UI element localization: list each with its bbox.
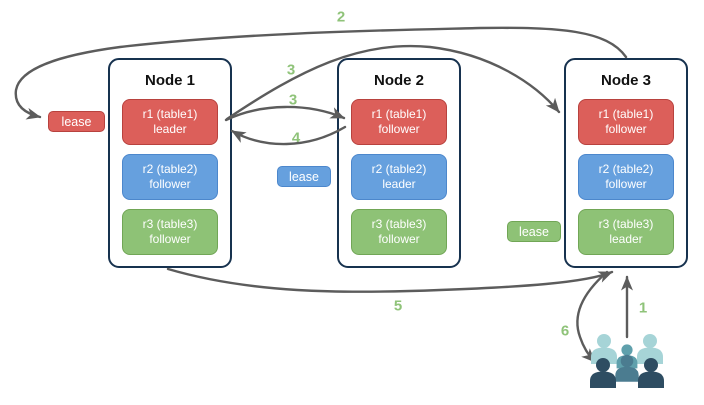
replica-role: follower [149,177,191,191]
replica-role: follower [605,122,647,136]
users-group-icon [590,334,664,388]
node2-replica-r2: r2 (table2) leader [351,154,447,200]
replica-role: follower [378,122,420,136]
node1-replica-r3: r3 (table3) follower [122,209,218,255]
arrow-step-4 [230,125,347,146]
replica-role: follower [378,232,420,246]
step-label-2: 2 [336,8,346,26]
step-label-6: 6 [560,322,570,340]
arrow-step-6 [576,270,609,364]
replica-role: leader [153,122,187,136]
arrow-step-3-to-node2 [224,105,346,122]
step-label-5: 5 [393,297,403,315]
step-label-3a: 3 [286,61,296,79]
replica-name: r3 (table3) [371,217,427,231]
replica-role: leader [382,177,416,191]
node-3-title: Node 3 [600,72,651,89]
node2-replica-r3: r3 (table3) follower [351,209,447,255]
lease-badge-table2: lease [277,166,331,187]
step-label-4: 4 [291,129,301,147]
replica-name: r1 (table1) [371,107,427,121]
replica-role: leader [609,232,643,246]
replica-name: r3 (table3) [598,217,654,231]
replica-role: follower [149,232,191,246]
step-label-1: 1 [638,299,648,317]
node3-replica-r2: r2 (table2) follower [578,154,674,200]
replica-name: r1 (table1) [142,107,198,121]
replica-name: r1 (table1) [598,107,654,121]
replica-name: r3 (table3) [142,217,198,231]
replica-role: follower [605,177,647,191]
node-1-title: Node 1 [144,72,195,89]
replica-name: r2 (table2) [598,162,654,176]
replica-name: r2 (table2) [371,162,427,176]
node3-replica-r3: r3 (table3) leader [578,209,674,255]
node-2-box: Node 2 r1 (table1) follower r2 (table2) … [337,58,461,268]
step-label-3b: 3 [288,91,298,109]
node1-replica-r1: r1 (table1) leader [122,99,218,145]
node-1-box: Node 1 r1 (table1) leader r2 (table2) fo… [108,58,232,268]
node-1-replicas: r1 (table1) leader r2 (table2) follower … [122,99,218,255]
replica-name: r2 (table2) [142,162,198,176]
node2-replica-r1: r1 (table1) follower [351,99,447,145]
node-2-replicas: r1 (table1) follower r2 (table2) leader … [351,99,447,255]
node1-replica-r2: r2 (table2) follower [122,154,218,200]
node-3-box: Node 3 r1 (table1) follower r2 (table2) … [564,58,688,268]
arrow-step-5 [166,267,614,293]
node-2-title: Node 2 [373,72,424,89]
node-3-replicas: r1 (table1) follower r2 (table2) followe… [578,99,674,255]
lease-badge-table1: lease [48,111,105,132]
node3-replica-r1: r1 (table1) follower [578,99,674,145]
lease-badge-table3: lease [507,221,561,242]
